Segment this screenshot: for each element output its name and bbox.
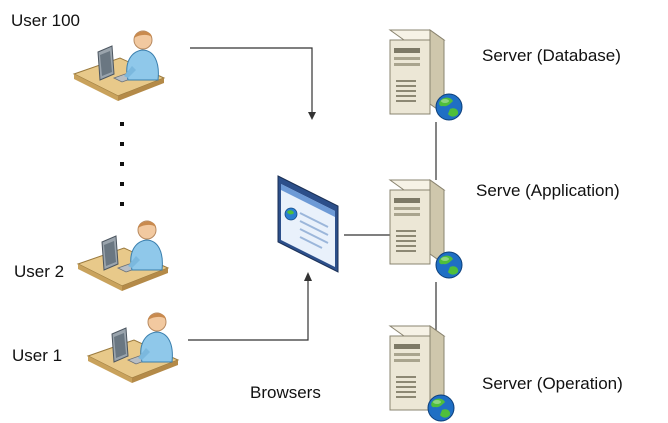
server-node-database: Server (Database)	[389, 29, 621, 121]
user-node-100: User 100	[11, 11, 165, 102]
connectors	[188, 47, 437, 341]
server-tower-icon	[389, 179, 445, 265]
connector-user100-to-browser	[190, 47, 313, 117]
arrowhead-up	[304, 272, 312, 281]
server-node-application: Serve (Application)	[389, 179, 620, 279]
globe-icon	[435, 93, 463, 121]
browser-window-icon	[277, 175, 339, 273]
browser-label: Browsers	[250, 383, 321, 402]
server-label: Server (Database)	[482, 46, 621, 65]
browser-node: Browsers	[250, 175, 339, 402]
user-at-computer-icon	[73, 30, 165, 102]
server-tower-icon	[389, 29, 445, 115]
user-at-computer-icon	[87, 312, 179, 384]
arrowhead-down	[308, 112, 316, 120]
user-label: User 1	[12, 346, 62, 365]
server-node-operation: Server (Operation)	[389, 325, 623, 422]
connector-user1-to-browser	[188, 275, 309, 341]
user-label: User 100	[11, 11, 80, 30]
user-label: User 2	[14, 262, 64, 281]
globe-icon	[427, 394, 455, 422]
user-at-computer-icon	[77, 220, 169, 292]
globe-icon	[435, 251, 463, 279]
server-label: Server (Operation)	[482, 374, 623, 393]
ellipsis-dots	[120, 122, 124, 206]
server-label: Serve (Application)	[476, 181, 620, 200]
user-node-1: User 1	[12, 312, 179, 384]
user-node-2: User 2	[14, 220, 169, 292]
